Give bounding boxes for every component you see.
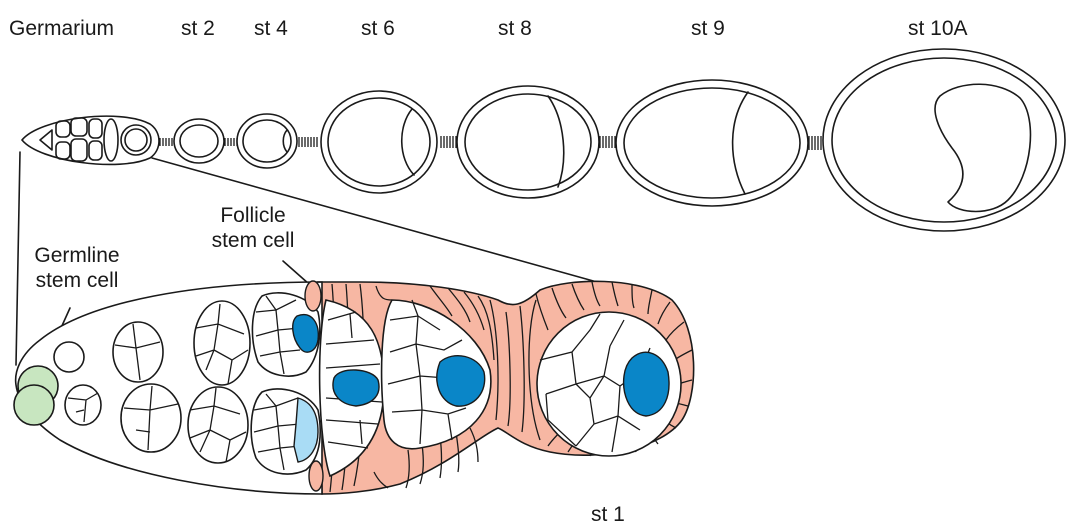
enlarged-germarium	[14, 281, 694, 494]
egg-chamber-st8	[457, 86, 599, 198]
cyst-4cell-top	[113, 322, 163, 382]
oocyte-st1	[624, 352, 669, 416]
label-germline-stem-cell: Germline stem cell	[22, 243, 132, 293]
label-germarium: Germarium	[9, 18, 114, 39]
label-st10a: st 10A	[908, 18, 968, 39]
label-st8: st 8	[498, 18, 532, 39]
egg-chamber-st4	[237, 114, 297, 168]
oocyte-region-3	[437, 356, 485, 407]
germarium-small	[22, 116, 159, 164]
cyst-8cell-bottom	[188, 387, 248, 463]
label-follicle-stem-cell: Follicle stem cell	[198, 203, 308, 253]
cyst-8cell-top	[194, 301, 250, 385]
egg-chamber-st1	[537, 312, 681, 456]
label-st2: st 2	[181, 18, 215, 39]
label-st4: st 4	[254, 18, 288, 39]
egg-chamber-st10a	[823, 49, 1065, 231]
label-st9: st 9	[691, 18, 725, 39]
cyst-2cell	[65, 385, 101, 425]
cyst-16cell-bottom	[251, 389, 320, 474]
label-st1: st 1	[591, 504, 625, 525]
ovariole-row	[22, 49, 1065, 231]
cyst-4cell-bottom	[121, 384, 181, 452]
label-st6: st 6	[361, 18, 395, 39]
oocyte-region-2b	[333, 370, 379, 406]
germline-stem-cells	[14, 366, 58, 425]
egg-chamber-st6	[321, 91, 437, 193]
egg-chamber-st9	[616, 80, 808, 206]
egg-chamber-st2	[174, 119, 224, 163]
